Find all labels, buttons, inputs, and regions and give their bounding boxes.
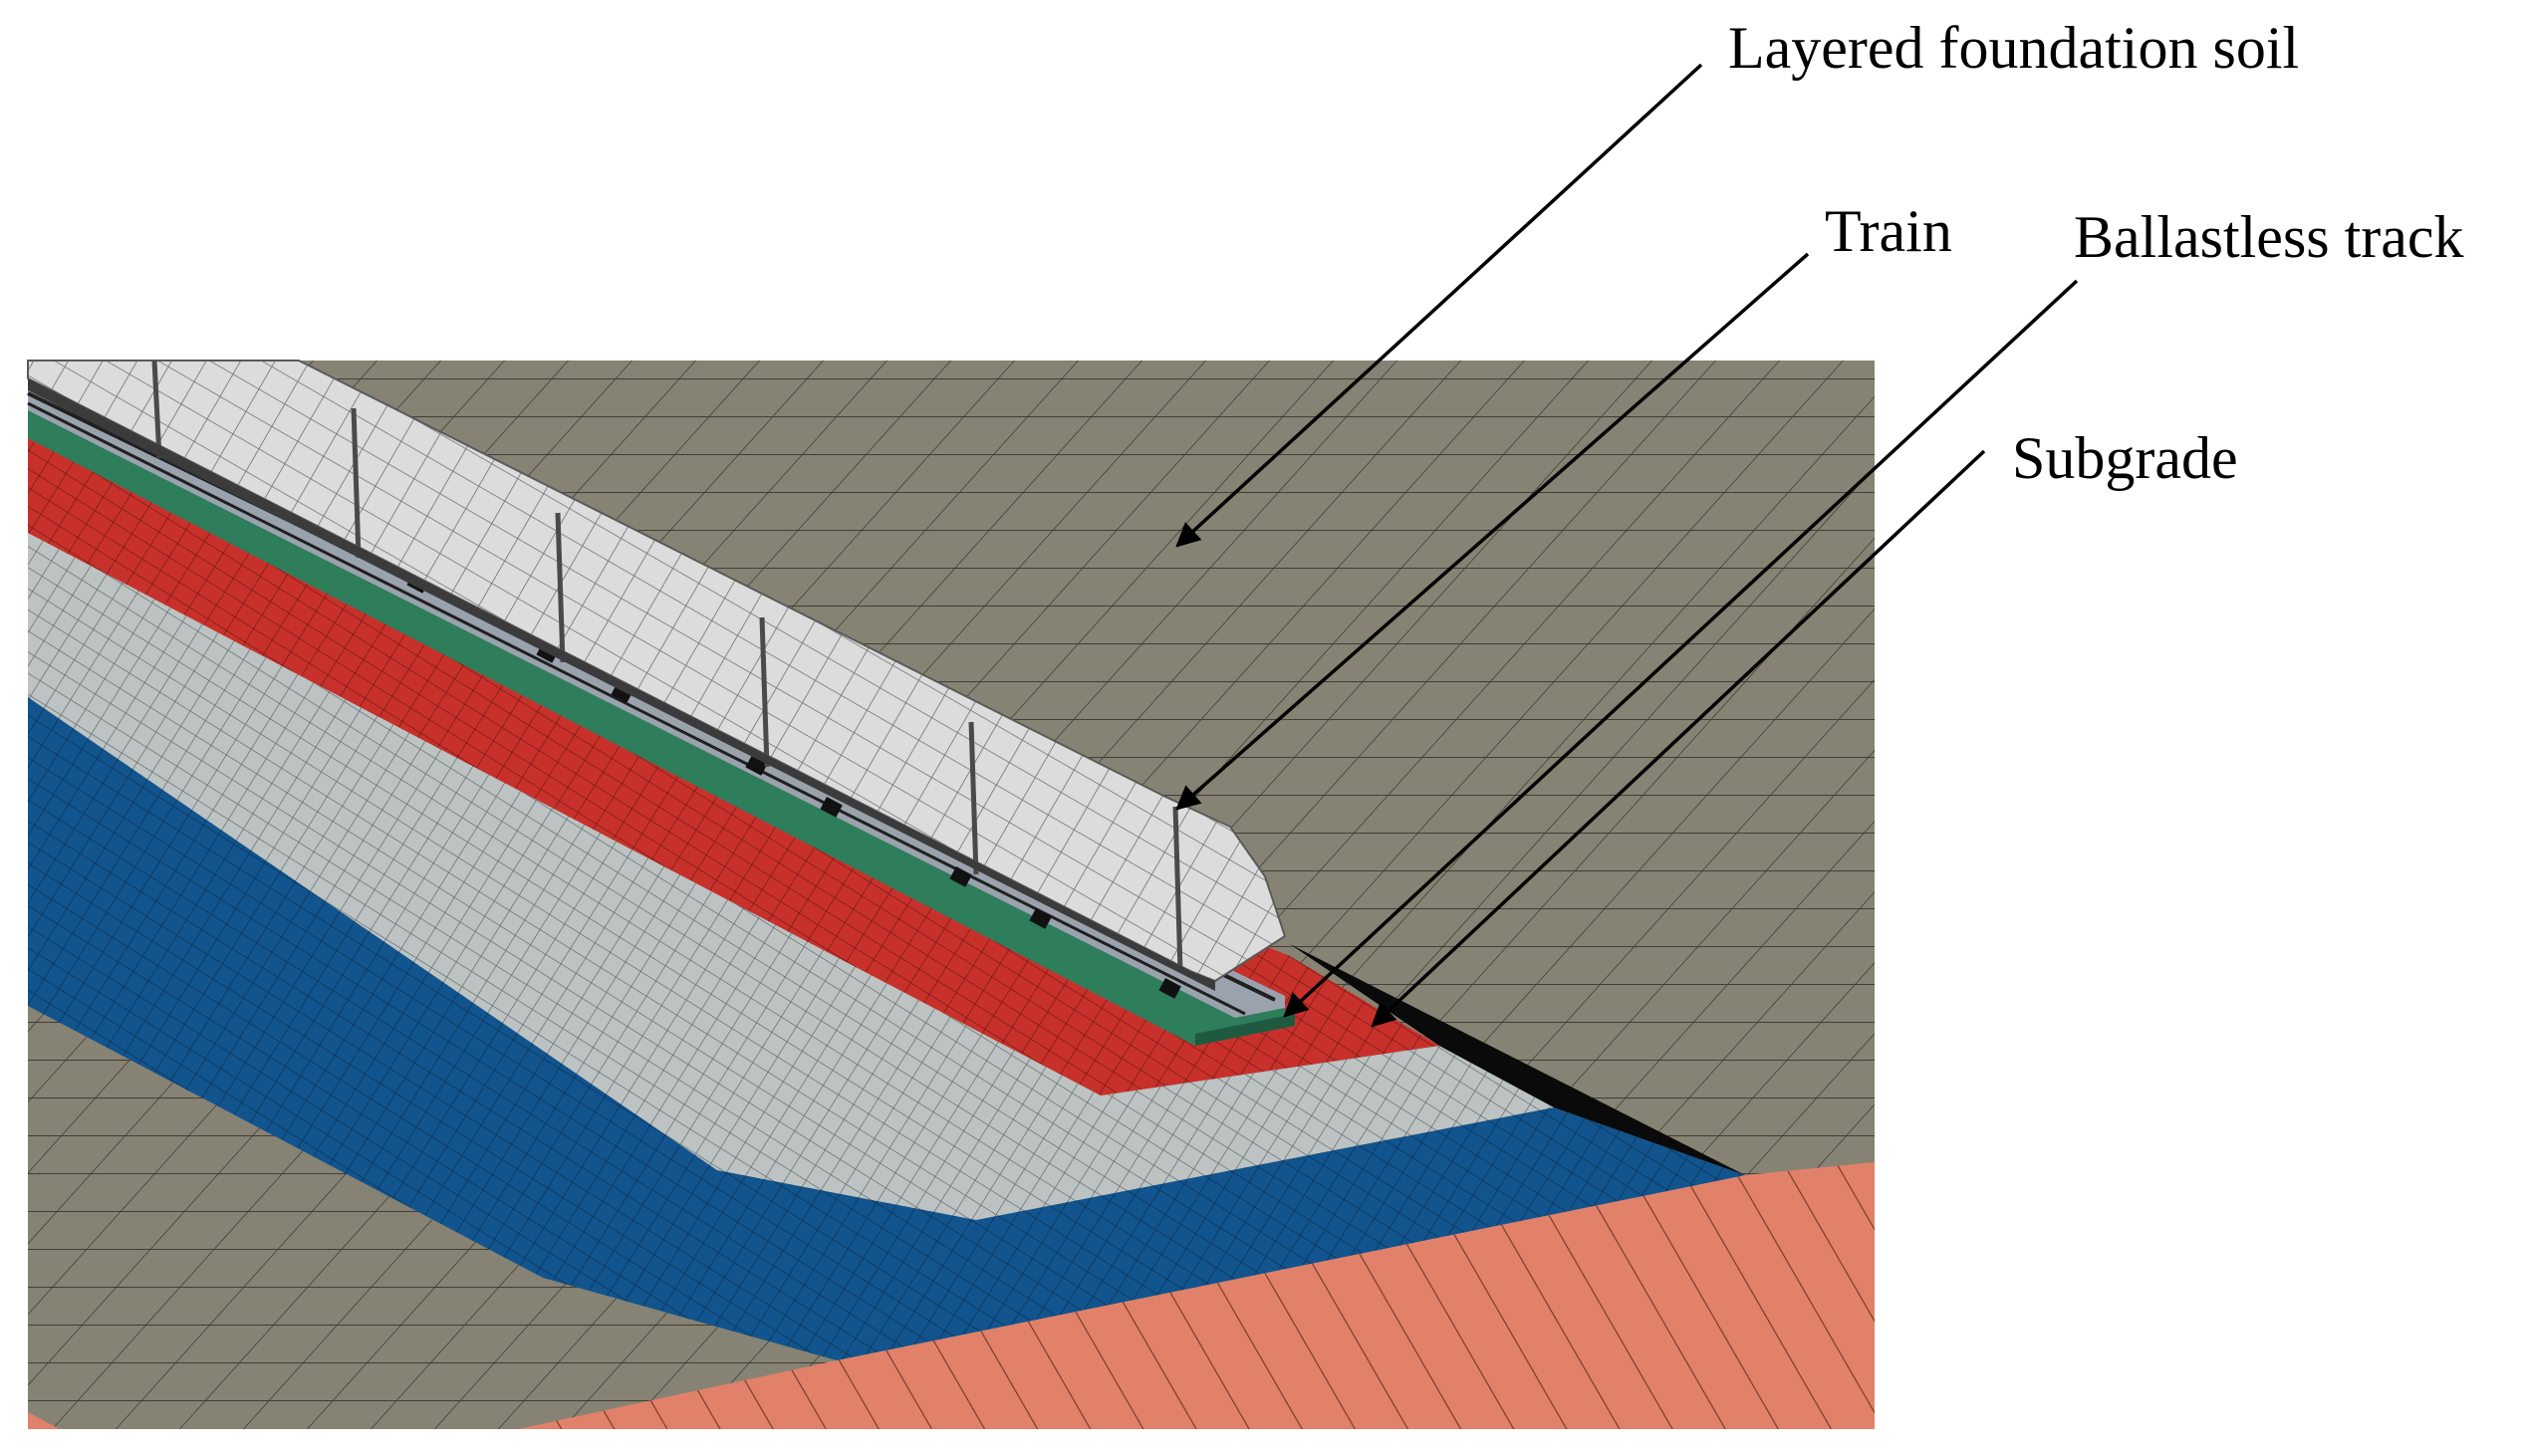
label-subgrade: Subgrade xyxy=(2012,425,2238,491)
subgrade-gray-layer-side xyxy=(28,533,1101,1220)
arrow-subgrade xyxy=(1371,449,1986,1028)
train-car-joints xyxy=(151,360,1183,972)
label-train: Train xyxy=(1825,198,1952,264)
arrow-foundation xyxy=(1175,63,1703,548)
subgrade-blue-layer-side xyxy=(28,697,976,1360)
leader-arrows xyxy=(1175,63,2079,1028)
arrow-train xyxy=(1175,252,1810,811)
label-layered-foundation-soil: Layered foundation soil xyxy=(1728,15,2299,81)
ballastless-track-slab-edge xyxy=(1195,1014,1295,1046)
arrow-track xyxy=(1283,279,2079,1018)
shadow-wedge xyxy=(1290,944,1745,1175)
bottom-soil-layer xyxy=(518,1162,1875,1429)
bottom-soil-edge xyxy=(28,1412,60,1429)
subgrade-gray-layer-end xyxy=(976,1046,1554,1220)
train-underframe xyxy=(28,378,1215,991)
label-ballastless-track: Ballastless track xyxy=(2074,204,2464,270)
subgrade-blue-layer-end xyxy=(837,1107,1745,1360)
